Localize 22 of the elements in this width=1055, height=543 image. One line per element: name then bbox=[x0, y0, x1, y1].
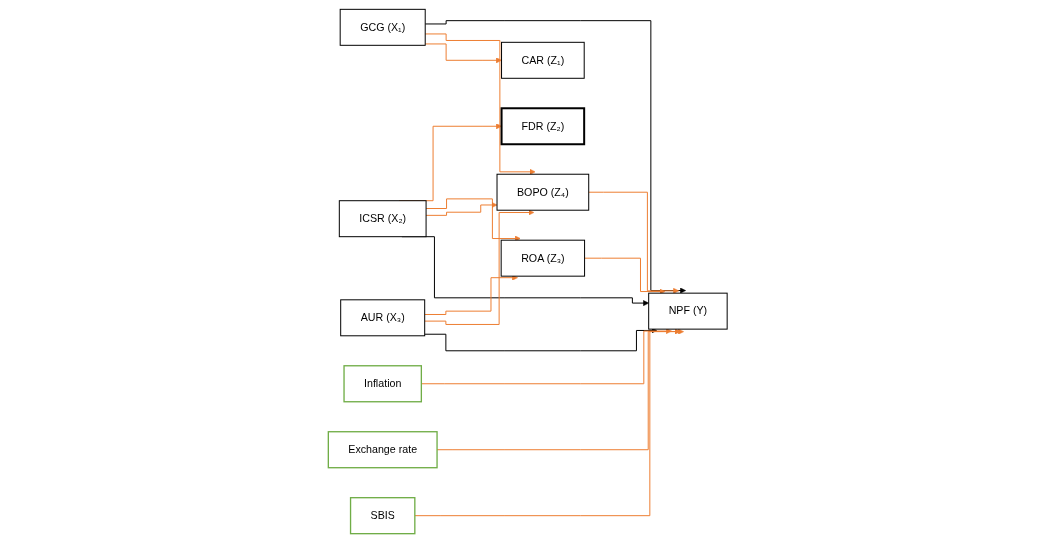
arrow bbox=[424, 33, 536, 175]
arrow bbox=[583, 257, 665, 295]
node-box: Exchange rate bbox=[327, 431, 438, 469]
arrow bbox=[424, 20, 686, 294]
arrow bbox=[414, 328, 684, 517]
node-box: BOPO (Z₄) bbox=[496, 173, 589, 211]
node-box: GCG (X₁) bbox=[339, 8, 426, 46]
node-box: ICSR (X₂) bbox=[338, 200, 427, 238]
node-box: AUR (X₃) bbox=[339, 299, 425, 337]
node-box: Inflation bbox=[343, 365, 422, 403]
arrow bbox=[425, 202, 498, 216]
node-box: ROA (Z₃) bbox=[500, 239, 585, 277]
node-box: NPF (Y) bbox=[647, 292, 728, 330]
arrow bbox=[425, 198, 521, 242]
arrow bbox=[423, 327, 657, 352]
arrow bbox=[587, 191, 679, 294]
arrow bbox=[423, 274, 518, 315]
node-box: CAR (Z₁) bbox=[500, 41, 585, 79]
node-box: SBIS bbox=[349, 497, 416, 535]
node-box: FDR (Z₂) bbox=[500, 107, 585, 146]
arrow bbox=[423, 209, 534, 325]
arrow bbox=[424, 43, 502, 64]
